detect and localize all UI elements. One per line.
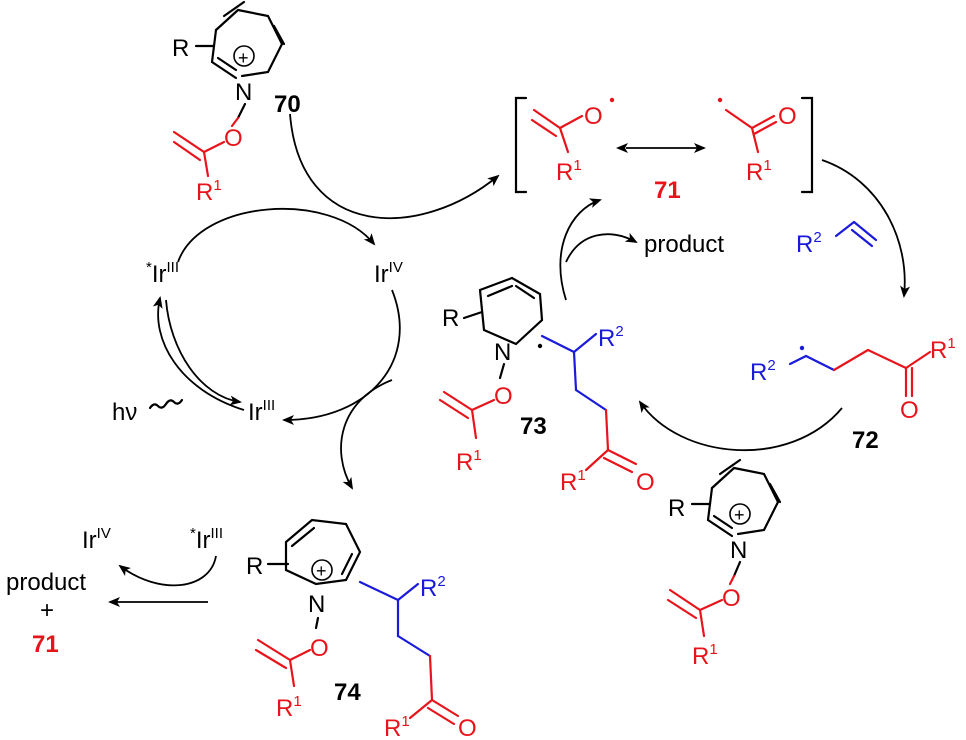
oxygen-label: O bbox=[778, 103, 797, 130]
r1-label: R1 bbox=[560, 467, 586, 496]
nitrogen-label: N bbox=[235, 79, 252, 106]
r2-label: R2 bbox=[750, 357, 776, 386]
r1-label: R1 bbox=[196, 177, 222, 206]
nitrogen-label: N bbox=[730, 537, 747, 564]
light-label: hν bbox=[112, 399, 137, 426]
product-label: product bbox=[644, 231, 724, 258]
r-group-label: R bbox=[442, 305, 459, 332]
oxygen-label: O bbox=[310, 635, 329, 662]
iridium-iv-label: IrIV bbox=[374, 259, 403, 288]
compound-74: + R N R2 R1 O O R1 74 bbox=[246, 518, 477, 740]
plus-label: + bbox=[40, 597, 54, 624]
r2-label: R2 bbox=[598, 323, 624, 352]
compound-number-72: 72 bbox=[852, 427, 879, 454]
compound-number-71: 71 bbox=[654, 177, 681, 204]
compound-number-73: 73 bbox=[520, 413, 547, 440]
compound-71: O R1 O R1 71 bbox=[514, 96, 814, 204]
oxygen-label: O bbox=[458, 715, 477, 740]
oxygen-label: O bbox=[494, 383, 513, 410]
plus-sign: + bbox=[316, 561, 327, 581]
oxygen-label: O bbox=[636, 469, 655, 496]
excited-iridium-label: *IrIII bbox=[190, 525, 223, 554]
compound-70: + R N O R1 70 bbox=[172, 0, 301, 206]
plus-sign: + bbox=[238, 48, 249, 68]
nitrogen-label: N bbox=[308, 591, 325, 618]
r-group-label: R bbox=[172, 35, 189, 62]
plus-sign: + bbox=[734, 505, 745, 525]
r1-label: R1 bbox=[456, 447, 482, 476]
excited-iridium-label: *IrIII bbox=[146, 259, 179, 288]
compound-number-74: 74 bbox=[334, 679, 361, 706]
r1-label: R1 bbox=[692, 641, 718, 670]
compound-72: R2 R1 O 72 bbox=[750, 335, 956, 454]
iridium-iii-label: IrIII bbox=[248, 397, 275, 426]
r1-label: R1 bbox=[384, 713, 410, 740]
chain-propagation: IrIV *IrIII product + 71 bbox=[6, 525, 223, 658]
r2-label: R2 bbox=[796, 229, 822, 258]
r1-label: R1 bbox=[930, 335, 956, 364]
iridium-iv-label: IrIV bbox=[82, 525, 111, 554]
r2-label: R2 bbox=[420, 573, 446, 602]
r1-label: R1 bbox=[556, 157, 582, 186]
product-label: product bbox=[6, 569, 86, 596]
r-group-label: R bbox=[668, 495, 685, 522]
oxygen-label: O bbox=[722, 585, 741, 612]
compound-number-70: 70 bbox=[274, 91, 301, 118]
compound-number-71: 71 bbox=[32, 631, 59, 658]
oxygen-label: O bbox=[224, 125, 243, 152]
r1-label: R1 bbox=[276, 693, 302, 722]
oxygen-label: O bbox=[900, 397, 919, 424]
nitrogen-label: N bbox=[494, 339, 511, 366]
r-group-label: R bbox=[246, 553, 263, 580]
compound-73: R N R2 R1 O O R1 73 bbox=[438, 276, 655, 496]
r1-label: R1 bbox=[746, 157, 772, 186]
oxygen-label: O bbox=[584, 103, 603, 130]
alkene-r2: R2 bbox=[796, 220, 878, 258]
compound-70-reagent: + R N O R1 bbox=[666, 458, 782, 670]
photocatalyst-cycle: *IrIII IrIV IrIII hν product bbox=[112, 113, 911, 490]
